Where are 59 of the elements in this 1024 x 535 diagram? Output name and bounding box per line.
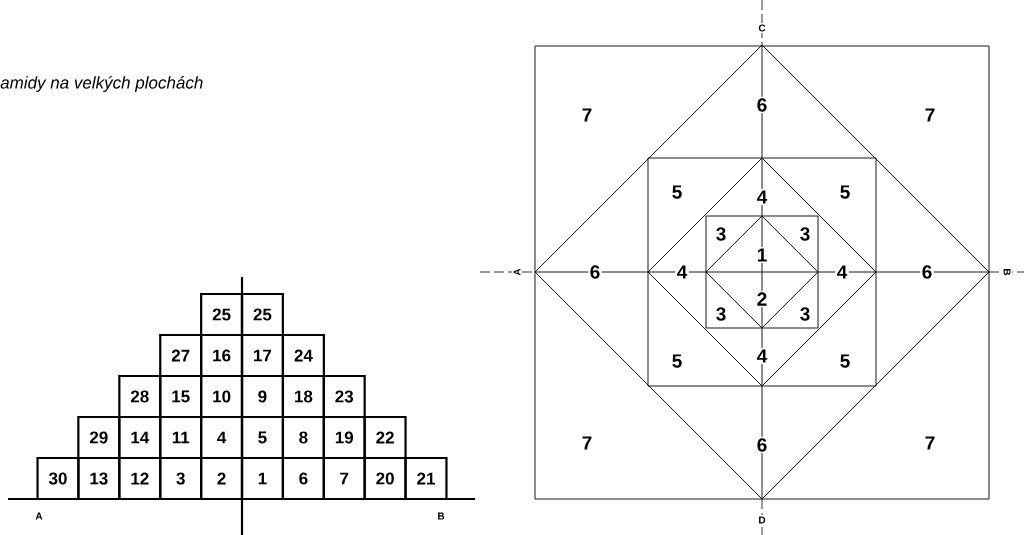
number-cell: 29 [77,415,121,460]
number-cell: 25 [200,292,244,337]
number-cell: 24 [281,333,325,378]
number-cell: 23 [322,374,366,419]
region-number: 6 [755,96,769,114]
region-number: 7 [582,436,592,450]
number-cell: 16 [200,333,244,378]
region-number: 5 [840,354,850,368]
region-number: 5 [672,185,682,199]
axis-letter: D [756,515,768,525]
region-number: 3 [800,227,810,241]
number-cell: 3 [159,456,203,501]
number-cell: 8 [281,415,325,460]
number-cell: 6 [281,456,325,501]
region-number: 4 [675,263,689,281]
number-cell: 9 [240,374,284,419]
number-cell: 2 [200,456,244,501]
number-cell: 15 [159,374,203,419]
number-cell: 1 [240,456,284,501]
number-cell: 7 [322,456,366,501]
number-cell: 18 [281,374,325,419]
number-cell: 22 [363,415,407,460]
number-cell: 14 [118,415,162,460]
axis-letter: B [1002,266,1012,278]
region-number: 3 [800,307,810,321]
region-number: 1 [755,246,769,264]
region-number: 4 [835,263,849,281]
number-cell: 12 [118,456,162,501]
number-cell: 28 [118,374,162,419]
region-number: 7 [925,436,935,450]
number-cell: 27 [159,333,203,378]
number-cell: 11 [159,415,203,460]
region-number: 7 [925,108,935,122]
number-cell: 17 [240,333,284,378]
region-number: 6 [755,436,769,454]
number-cell: 10 [200,374,244,419]
number-cell: 30 [36,456,80,501]
number-cell: 13 [77,456,121,501]
number-cell: 5 [240,415,284,460]
region-number: 4 [755,347,769,365]
region-number: 4 [755,188,769,206]
caption-text: amidy na velkých plochách [0,76,203,92]
axis-letter: B [438,512,445,520]
number-cell: 21 [404,456,448,501]
number-cell: 25 [240,292,284,337]
region-number: 2 [755,290,769,308]
region-number: 6 [588,263,602,281]
region-number: 5 [672,354,682,368]
region-number: 3 [716,227,726,241]
axis-letter: A [35,512,43,520]
region-number: 7 [582,108,592,122]
region-number: 6 [920,263,934,281]
number-cell: 19 [322,415,366,460]
number-cell: 4 [200,415,244,460]
region-number: 3 [716,307,726,321]
axis-letter: A [512,266,522,278]
axis-letter: C [756,22,768,34]
region-number: 5 [840,185,850,199]
number-cell: 20 [363,456,407,501]
